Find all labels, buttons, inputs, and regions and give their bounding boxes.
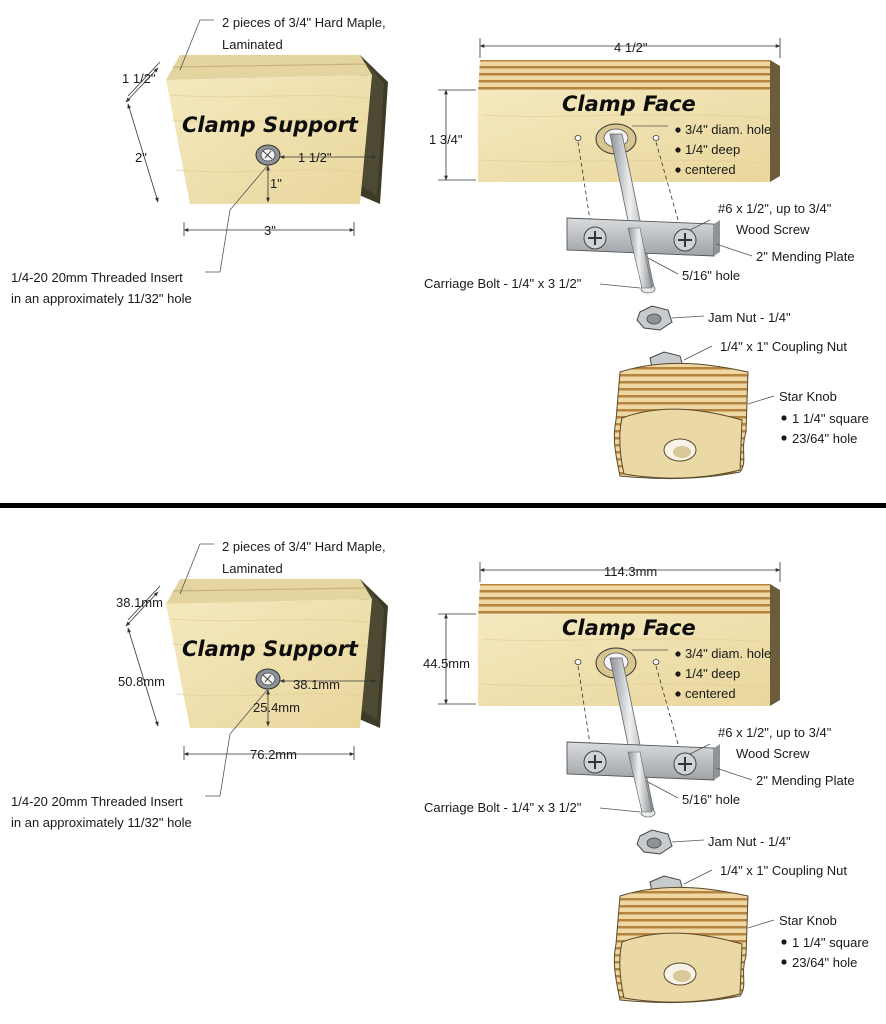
hole-note-2: 1/4" deep	[685, 142, 740, 157]
panel-divider	[0, 503, 886, 508]
mending-plate-label: 2" Mending Plate	[756, 773, 855, 788]
screw-note-line2: Wood Screw	[736, 222, 810, 237]
star-knob-label: Star Knob	[779, 389, 837, 404]
hole-note-2: 1/4" deep	[685, 666, 740, 681]
panel-imperial-labels: Clamp Support 2 pieces of 3/4" Hard Mapl…	[11, 15, 869, 446]
support-dim-top: 1 1/2"	[122, 71, 156, 86]
hole-note-3: centered	[685, 162, 736, 177]
support-dim-height: 50.8mm	[118, 674, 165, 689]
hole-note-1: 3/4" diam. hole	[685, 646, 771, 661]
knob-note-1: 1 1/4" square	[792, 935, 869, 950]
coupling-nut-label: 1/4" x 1" Coupling Nut	[720, 863, 847, 878]
face-dim-width: 4 1/2"	[614, 40, 648, 55]
jam-nut-label: Jam Nut - 1/4"	[708, 834, 791, 849]
screw-note-line2: Wood Screw	[736, 746, 810, 761]
support-dim-width: 3"	[264, 223, 276, 238]
insert-note-line1: 1/4-20 20mm Threaded Insert	[11, 794, 183, 809]
insert-note-line1: 1/4-20 20mm Threaded Insert	[11, 270, 183, 285]
laminated-note-line2: Laminated	[222, 37, 283, 52]
screw-note-line1: #6 x 1/2", up to 3/4"	[718, 725, 832, 740]
support-dim-hole-bottom: 1"	[270, 176, 282, 191]
star-knob-label: Star Knob	[779, 913, 837, 928]
insert-note-line2: in an approximately 11/32" hole	[11, 815, 192, 830]
support-dim-top: 38.1mm	[116, 595, 163, 610]
hole-note-3: centered	[685, 686, 736, 701]
coupling-nut-label: 1/4" x 1" Coupling Nut	[720, 339, 847, 354]
insert-note-line2: in an approximately 11/32" hole	[11, 291, 192, 306]
mending-plate-label: 2" Mending Plate	[756, 249, 855, 264]
jam-nut-label: Jam Nut - 1/4"	[708, 310, 791, 325]
face-dim-height: 44.5mm	[423, 656, 470, 671]
plate-hole-label: 5/16" hole	[682, 268, 740, 283]
hole-note-1: 3/4" diam. hole	[685, 122, 771, 137]
face-dim-height: 1 3/4"	[429, 132, 463, 147]
support-dim-hole-side: 38.1mm	[293, 677, 340, 692]
knob-note-1: 1 1/4" square	[792, 411, 869, 426]
clamp-support-title: Clamp Support	[182, 113, 359, 137]
screw-note-line1: #6 x 1/2", up to 3/4"	[718, 201, 832, 216]
laminated-note-line1: 2 pieces of 3/4" Hard Maple,	[222, 15, 386, 30]
panel-imperial	[126, 20, 787, 479]
knob-note-2: 23/64" hole	[792, 955, 857, 970]
carriage-bolt-label: Carriage Bolt - 1/4" x 3 1/2"	[424, 800, 582, 815]
panel-metric	[126, 544, 787, 1003]
laminated-note-line2: Laminated	[222, 561, 283, 576]
panel-metric-labels: Clamp Support 2 pieces of 3/4" Hard Mapl…	[11, 539, 869, 970]
support-dim-hole-bottom: 25.4mm	[253, 700, 300, 715]
carriage-bolt-label: Carriage Bolt - 1/4" x 3 1/2"	[424, 276, 582, 291]
face-dim-width: 114.3mm	[604, 564, 657, 579]
clamp-support-title: Clamp Support	[182, 637, 359, 661]
plate-hole-label: 5/16" hole	[682, 792, 740, 807]
laminated-note-line1: 2 pieces of 3/4" Hard Maple,	[222, 539, 386, 554]
support-dim-width: 76.2mm	[250, 747, 297, 762]
support-dim-height: 2"	[135, 150, 147, 165]
support-dim-hole-side: 1 1/2"	[298, 150, 332, 165]
knob-note-2: 23/64" hole	[792, 431, 857, 446]
clamp-face-title: Clamp Face	[562, 92, 696, 116]
clamp-face-title: Clamp Face	[562, 616, 696, 640]
